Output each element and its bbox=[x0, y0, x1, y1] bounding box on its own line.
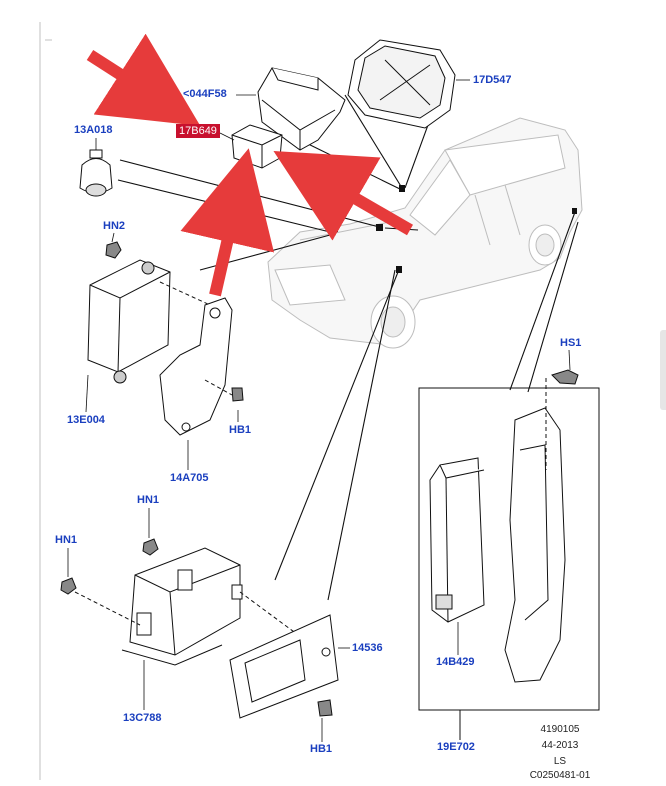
footer-code-3: LS bbox=[553, 756, 567, 767]
callout-19E702[interactable]: 19E702 bbox=[437, 741, 475, 753]
dashed-line-hb1 bbox=[204, 379, 233, 396]
nuts-HN1 bbox=[60, 538, 159, 595]
callout-13C788[interactable]: 13C788 bbox=[123, 712, 162, 724]
frame bbox=[39, 22, 52, 780]
sensor-13A018 bbox=[79, 149, 113, 197]
module-14B429 bbox=[429, 457, 485, 623]
callout-044F58[interactable]: <044F58 bbox=[183, 88, 227, 100]
dashed-line-13e004 bbox=[159, 281, 211, 306]
module-13C788 bbox=[121, 547, 243, 666]
nut-HN2 bbox=[105, 241, 122, 259]
callout-17B649[interactable]: 17B649 bbox=[176, 124, 220, 138]
callout-HS1[interactable]: HS1 bbox=[560, 337, 582, 349]
footer-code-1: 4190105 bbox=[540, 724, 580, 735]
callout-14536[interactable]: 14536 bbox=[352, 642, 383, 654]
scrollbar-tab[interactable] bbox=[660, 330, 666, 410]
dashed-line-hn1 bbox=[74, 591, 141, 626]
callout-leaders bbox=[67, 79, 571, 742]
callout-13E004[interactable]: 13E004 bbox=[67, 414, 105, 426]
bolt-HB1-bottom bbox=[317, 699, 333, 717]
callout-HB1-bottom[interactable]: HB1 bbox=[310, 743, 333, 755]
sensor-17D547 bbox=[347, 39, 456, 129]
plate-14536 bbox=[229, 614, 339, 719]
footer-code-4: C0250481-01 bbox=[529, 770, 591, 781]
callout-14A705[interactable]: 14A705 bbox=[170, 472, 209, 484]
trim-panel bbox=[504, 407, 566, 683]
red-arrows bbox=[86, 33, 414, 297]
callout-17D547[interactable]: 17D547 bbox=[473, 74, 512, 86]
callout-14B429[interactable]: 14B429 bbox=[436, 656, 475, 668]
screw-HS1 bbox=[551, 369, 579, 385]
callout-HN1-top[interactable]: HN1 bbox=[137, 494, 160, 506]
sub-assembly-frame-19E702 bbox=[418, 387, 600, 711]
callout-HB1-top[interactable]: HB1 bbox=[229, 424, 252, 436]
vehicle-illustration bbox=[267, 117, 583, 349]
footer-code-2: 44-2013 bbox=[541, 740, 579, 751]
callout-HN1-left[interactable]: HN1 bbox=[55, 534, 78, 546]
callout-HN2[interactable]: HN2 bbox=[103, 220, 126, 232]
module-13E004 bbox=[87, 259, 171, 384]
bolt-HB1-top bbox=[231, 387, 244, 402]
bracket-044F58 bbox=[257, 67, 346, 151]
bracket-14A705 bbox=[159, 297, 233, 436]
callout-13A018[interactable]: 13A018 bbox=[74, 124, 113, 136]
